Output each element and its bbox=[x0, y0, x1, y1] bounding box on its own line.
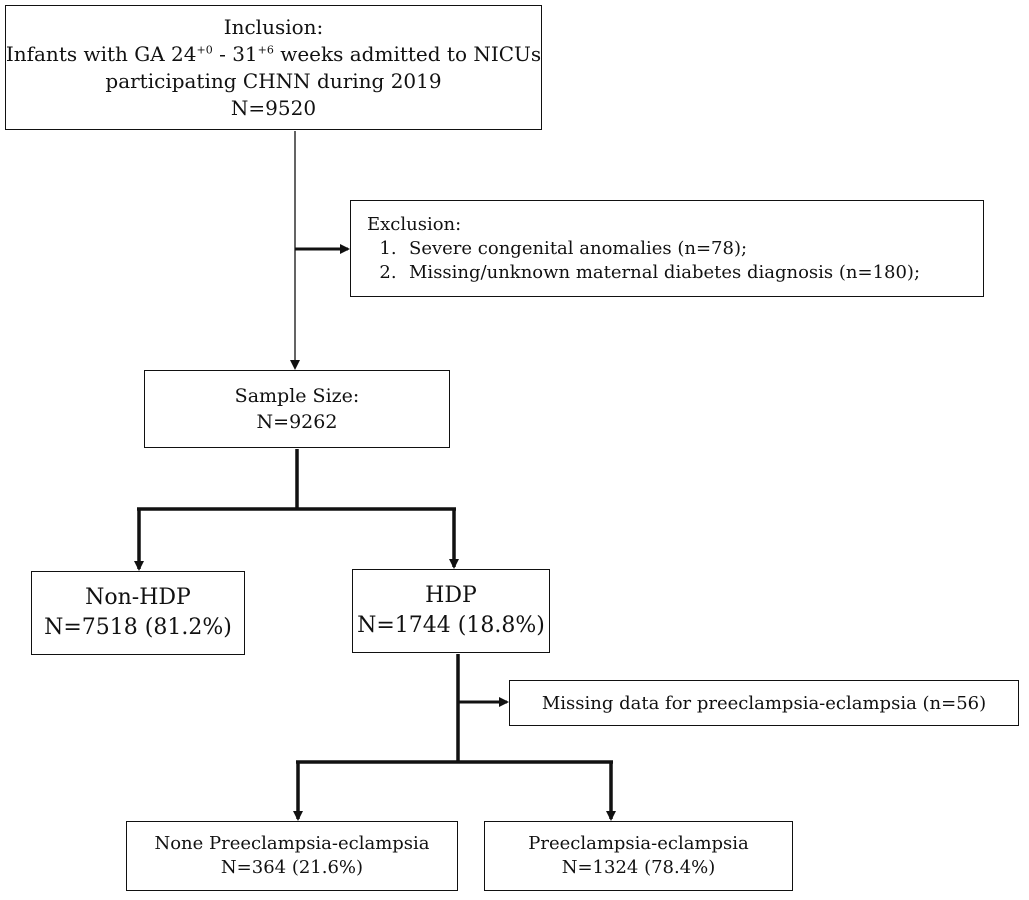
exclusion-box: Exclusion: 1. Severe congenital anomalie… bbox=[350, 200, 984, 297]
inclusion-ga-start: Infants with GA 24 bbox=[5, 41, 197, 66]
exclusion-item-number: 2. bbox=[379, 261, 397, 283]
inclusion-box: Inclusion: Infants with GA 24+0 - 31+6 w… bbox=[5, 5, 542, 130]
non-hdp-heading: Non-HDP bbox=[85, 585, 191, 610]
exclusion-heading: Exclusion: bbox=[367, 213, 462, 235]
inclusion-network-line: participating CHNN during 2019 bbox=[105, 68, 442, 93]
inclusion-admitted-text: weeks admitted to NICUs bbox=[273, 41, 542, 66]
none-preeclampsia-box: None Preeclampsia-eclampsia N=364 (21.6%… bbox=[126, 821, 458, 891]
exclusion-item: 2. Missing/unknown maternal diabetes dia… bbox=[367, 261, 920, 285]
exclusion-item: 1. Severe congenital anomalies (n=78); bbox=[367, 237, 747, 261]
none-pe-heading: None Preeclampsia-eclampsia bbox=[154, 833, 430, 854]
none-pe-count: N=364 (21.6%) bbox=[220, 857, 364, 878]
exclusion-item-text: Missing/unknown maternal diabetes diagno… bbox=[409, 261, 921, 283]
preeclampsia-box: Preeclampsia-eclampsia N=1324 (78.4%) bbox=[484, 821, 793, 891]
pe-count: N=1324 (78.4%) bbox=[561, 857, 716, 878]
pe-heading: Preeclampsia-eclampsia bbox=[528, 833, 749, 854]
hdp-heading: HDP bbox=[425, 583, 477, 608]
hdp-count: N=1744 (18.8%) bbox=[357, 613, 545, 638]
inclusion-ga-end-sup: +6 bbox=[257, 42, 274, 56]
missing-pe-box: Missing data for preeclampsia-eclampsia … bbox=[509, 680, 1019, 726]
non-hdp-box: Non-HDP N=7518 (81.2%) bbox=[31, 571, 245, 655]
inclusion-ga-start-sup: +0 bbox=[196, 42, 213, 56]
non-hdp-count: N=7518 (81.2%) bbox=[44, 615, 232, 640]
sample-count: N=9262 bbox=[256, 411, 338, 433]
inclusion-count: N=9520 bbox=[230, 95, 317, 120]
exclusion-item-text: Severe congenital anomalies (n=78); bbox=[409, 237, 748, 259]
inclusion-ga-end: - 31 bbox=[212, 41, 258, 66]
exclusion-item-number: 1. bbox=[379, 237, 397, 259]
sample-size-box: Sample Size: N=9262 bbox=[144, 370, 450, 448]
inclusion-heading: Inclusion: bbox=[223, 14, 324, 39]
missing-pe-text: Missing data for preeclampsia-eclampsia … bbox=[541, 692, 987, 714]
sample-heading: Sample Size: bbox=[234, 385, 360, 407]
inclusion-criteria-line: Infants with GA 24+0 - 31+6 weeks admitt… bbox=[6, 41, 541, 68]
hdp-box: HDP N=1744 (18.8%) bbox=[352, 569, 550, 653]
